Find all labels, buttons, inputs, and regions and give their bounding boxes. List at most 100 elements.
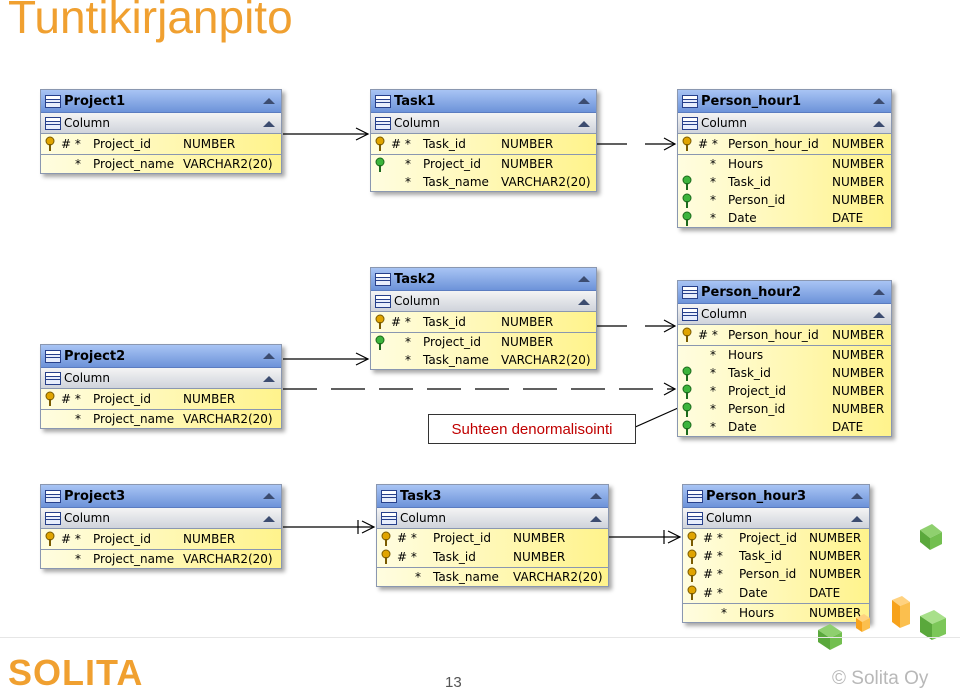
table-icon bbox=[45, 94, 61, 108]
collapse-icon[interactable] bbox=[263, 353, 275, 359]
column-icon bbox=[45, 116, 61, 130]
key-icon bbox=[44, 136, 58, 151]
column-header: Column bbox=[394, 294, 440, 308]
collapse-icon[interactable] bbox=[578, 299, 590, 305]
column-icon bbox=[45, 511, 61, 525]
table-icon bbox=[45, 489, 61, 503]
key-icon bbox=[380, 549, 394, 564]
table-icon bbox=[375, 272, 391, 286]
collapse-icon[interactable] bbox=[578, 121, 590, 127]
entity-name: Task2 bbox=[394, 271, 436, 287]
footer-divider bbox=[0, 637, 960, 638]
entity-name: Project1 bbox=[64, 93, 126, 109]
column-header: Column bbox=[400, 511, 446, 525]
column-header: Column bbox=[706, 511, 752, 525]
table-icon bbox=[381, 489, 397, 503]
column-header: Column bbox=[64, 511, 110, 525]
column-icon bbox=[381, 511, 397, 525]
foreign-key-icon bbox=[681, 384, 695, 399]
key-icon bbox=[686, 585, 700, 600]
collapse-icon[interactable] bbox=[873, 121, 885, 127]
collapse-icon[interactable] bbox=[873, 289, 885, 295]
column-icon bbox=[375, 116, 391, 130]
collapse-icon[interactable] bbox=[263, 98, 275, 104]
key-icon bbox=[374, 136, 388, 151]
key-icon bbox=[686, 567, 700, 582]
collapse-icon[interactable] bbox=[263, 121, 275, 127]
entity-name: Task3 bbox=[400, 488, 442, 504]
decorative-cubes bbox=[892, 524, 946, 640]
key-icon bbox=[380, 531, 394, 546]
key-icon bbox=[44, 531, 58, 546]
key-icon bbox=[681, 327, 695, 342]
entity-name: Person_hour3 bbox=[706, 488, 807, 504]
foreign-key-icon bbox=[681, 193, 695, 208]
column-header: Column bbox=[64, 116, 110, 130]
foreign-key-icon bbox=[681, 175, 695, 190]
foreign-key-icon bbox=[681, 402, 695, 417]
collapse-icon[interactable] bbox=[578, 276, 590, 282]
key-icon bbox=[686, 549, 700, 564]
collapse-icon[interactable] bbox=[590, 516, 602, 522]
collapse-icon[interactable] bbox=[873, 312, 885, 318]
collapse-icon[interactable] bbox=[873, 98, 885, 104]
collapse-icon[interactable] bbox=[851, 493, 863, 499]
collapse-icon[interactable] bbox=[590, 493, 602, 499]
collapse-icon[interactable] bbox=[263, 376, 275, 382]
entity-name: Person_hour1 bbox=[701, 93, 802, 109]
collapse-icon[interactable] bbox=[263, 516, 275, 522]
key-icon bbox=[681, 136, 695, 151]
column-header: Column bbox=[701, 307, 747, 321]
table-icon bbox=[45, 349, 61, 363]
foreign-key-icon bbox=[374, 335, 388, 350]
slide-title: Tuntikirjanpito bbox=[8, 0, 293, 43]
column-icon bbox=[375, 294, 391, 308]
column-header: Column bbox=[394, 116, 440, 130]
collapse-icon[interactable] bbox=[851, 516, 863, 522]
annotation-box: Suhteen denormalisointi bbox=[428, 414, 636, 444]
entity-name: Project3 bbox=[64, 488, 126, 504]
column-header: Column bbox=[64, 371, 110, 385]
foreign-key-icon bbox=[681, 366, 695, 381]
collapse-icon[interactable] bbox=[263, 493, 275, 499]
page-number: 13 bbox=[445, 674, 462, 691]
column-icon bbox=[682, 116, 698, 130]
key-icon bbox=[44, 391, 58, 406]
table-icon bbox=[375, 94, 391, 108]
column-icon bbox=[687, 511, 703, 525]
solita-logo: SOLITA bbox=[8, 652, 144, 693]
collapse-icon[interactable] bbox=[578, 98, 590, 104]
